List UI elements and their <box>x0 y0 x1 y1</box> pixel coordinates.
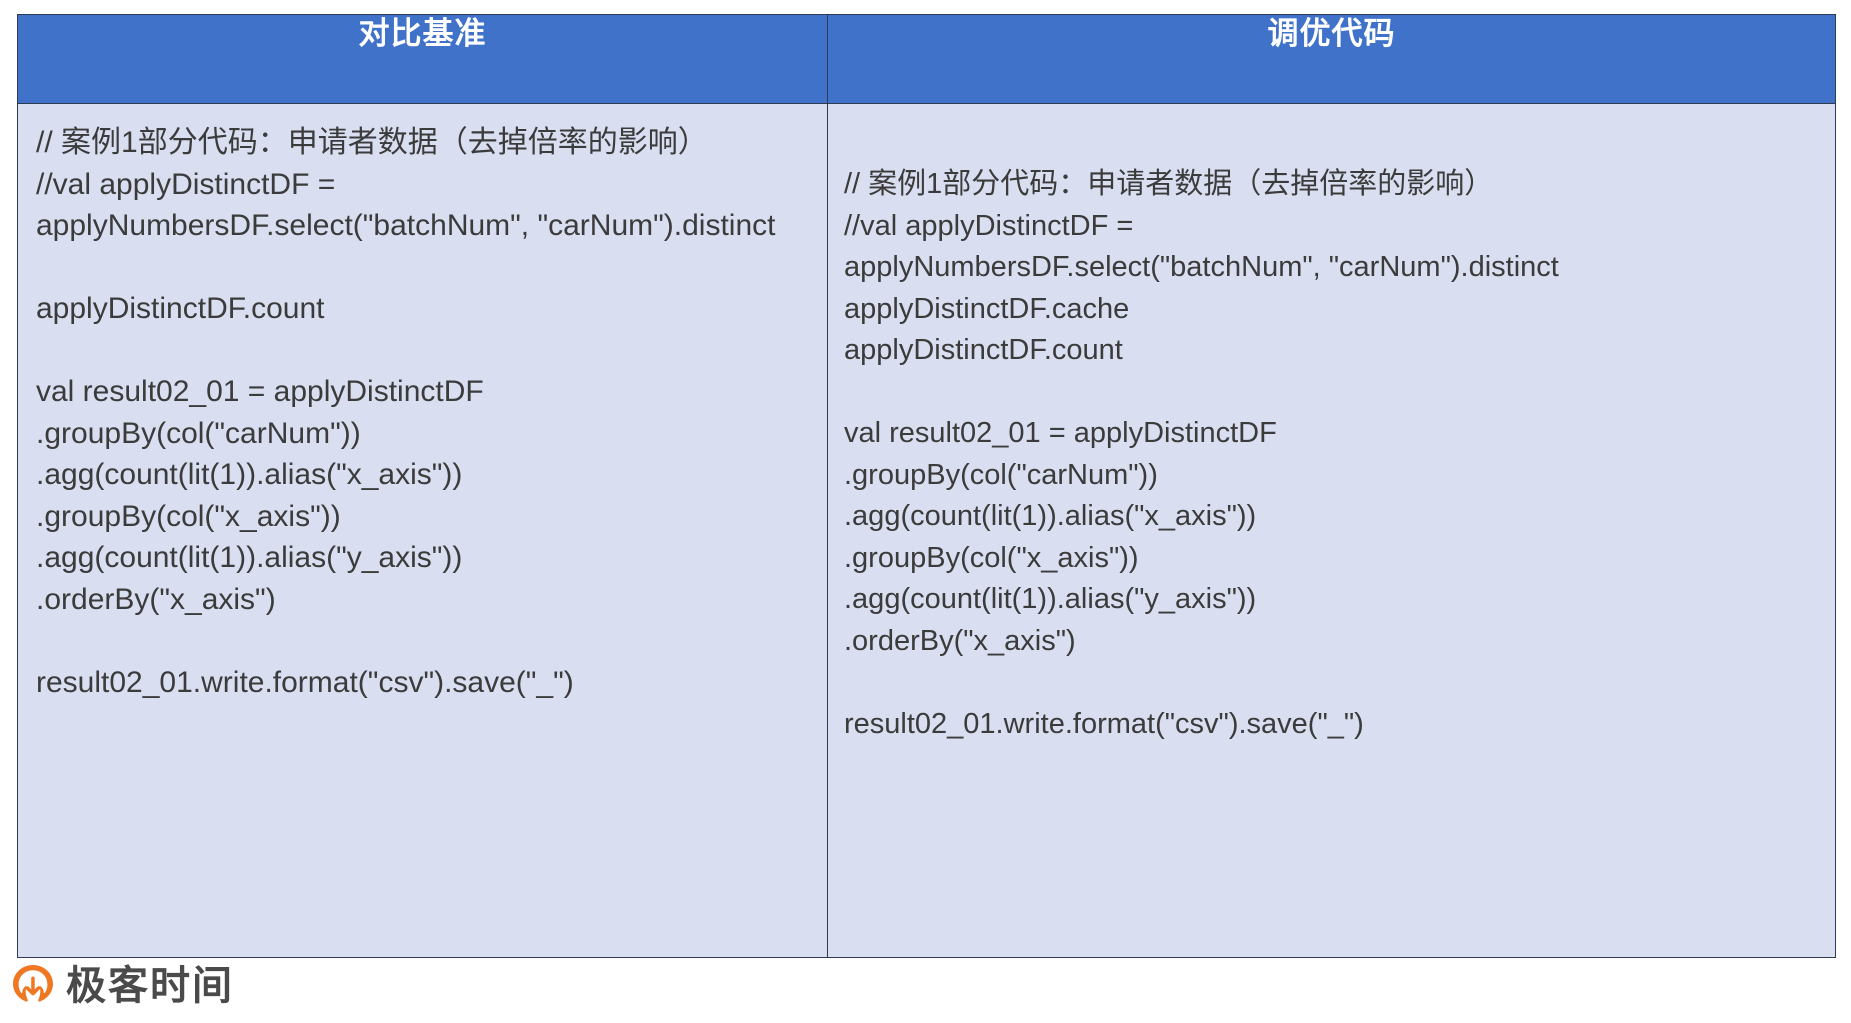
code-cell-baseline: // 案例1部分代码：申请者数据（去掉倍率的影响） //val applyDis… <box>17 103 828 958</box>
code-cell-optimized: // 案例1部分代码：申请者数据（去掉倍率的影响） //val applyDis… <box>827 103 1836 958</box>
table-row: // 案例1部分代码：申请者数据（去掉倍率的影响） //val applyDis… <box>17 103 1836 958</box>
code-comparison-table: 对比基准 调优代码 // 案例1部分代码：申请者数据（去掉倍率的影响） //va… <box>17 14 1836 958</box>
geektime-logo-icon <box>13 965 53 1002</box>
table-body-row-group: // 案例1部分代码：申请者数据（去掉倍率的影响） //val applyDis… <box>17 103 1836 958</box>
column-header-optimized-label: 调优代码 <box>1267 16 1396 51</box>
column-header-baseline: 对比基准 <box>17 14 828 104</box>
column-header-optimized: 调优代码 <box>827 14 1836 104</box>
table-header-row: 对比基准 调优代码 <box>17 14 1836 104</box>
brand-watermark: 极客时间 <box>9 962 234 1010</box>
table-header-row-group: 对比基准 调优代码 <box>17 14 1836 104</box>
brand-name-label: 极客时间 <box>66 964 234 1008</box>
column-header-baseline-label: 对比基准 <box>358 16 487 51</box>
code-snippet-baseline: // 案例1部分代码：申请者数据（去掉倍率的影响） //val applyDis… <box>36 126 776 699</box>
code-snippet-optimized: // 案例1部分代码：申请者数据（去掉倍率的影响） //val applyDis… <box>844 168 1559 740</box>
